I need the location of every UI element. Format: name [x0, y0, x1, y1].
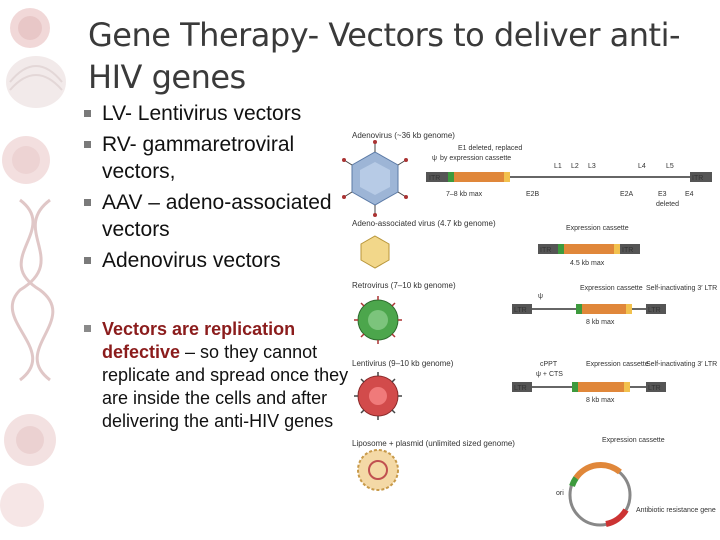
gene-label: E2B [526, 191, 540, 198]
psi-label: ψ [432, 155, 437, 162]
list-item: LV- Lentivirus vectors [84, 100, 354, 127]
e1-note: E1 deleted, replaced [458, 145, 522, 152]
gene-label: L3 [588, 163, 596, 170]
expression-cassette [454, 172, 504, 182]
gene-label: L1 [554, 163, 562, 170]
list-item: AAV – adeno-associated vectors [84, 189, 354, 243]
gene-label: E2A [620, 191, 634, 198]
lentivirus-heading: Lentivirus (9–10 kb genome) [352, 359, 454, 368]
aav-particle-icon [360, 235, 390, 269]
expression-cassette [564, 244, 614, 254]
itr-left-box [426, 172, 448, 182]
aav-heading: Adeno-associated virus (4.7 kb genome) [352, 219, 496, 228]
vector-diagram: Adenovirus (~36 kb genome) E1 deleted, r… [342, 131, 717, 527]
retrovirus-panel: Retrovirus (7–10 kb genome) ψ Expression… [352, 281, 717, 344]
list-item: Adenovirus vectors [84, 247, 354, 274]
expression-cassette [582, 304, 626, 314]
plasmid-icon [568, 462, 632, 527]
itr-right-label: ITR [692, 175, 703, 182]
liposome-heading: Liposome + plasmid (unlimited sized geno… [352, 439, 515, 448]
cppt-label: cPPT [540, 361, 558, 368]
ribbed-capsule-icon [6, 56, 66, 108]
bullet-square-icon [84, 199, 91, 206]
ori-label: ori [556, 490, 564, 497]
max-label: 4.5 kb max [570, 260, 605, 267]
emphasis-text: Vectors are replication defective [102, 319, 296, 362]
cts-label: ψ + CTS [536, 371, 563, 378]
liposome-panel: Liposome + plasmid (unlimited sized geno… [352, 437, 716, 527]
gene-label: L2 [571, 163, 579, 170]
ltr-left-label: LTR [514, 385, 527, 392]
bullet-square-icon [84, 325, 91, 332]
sin-label: Self-inactivating 3′ LTR [646, 285, 717, 292]
adenovirus-particle-icon [342, 140, 408, 217]
expression-cassette [578, 382, 624, 392]
ltr-right-label: LTR [648, 307, 661, 314]
decorative-sidebar [0, 0, 78, 540]
gene-label: E4 [685, 191, 694, 198]
cassette-label: Expression cassette [602, 437, 665, 444]
cassette-label: Expression cassette [586, 361, 649, 368]
list-item: Vectors are replication defective – so t… [84, 318, 354, 433]
itr-left-label: ITR [540, 247, 551, 254]
max-label: 7–8 kb max [446, 191, 483, 198]
list-item: RV- gammaretroviral vectors, [84, 131, 354, 185]
gene-label: L5 [666, 163, 674, 170]
aav-panel: Adeno-associated virus (4.7 kb genome) E… [352, 219, 640, 269]
cassette-label: Expression cassette [566, 225, 629, 232]
liposome-particle-icon [357, 449, 399, 491]
antibiotic-label: Antibiotic resistance gene [636, 507, 716, 514]
virus-icon [2, 136, 50, 184]
bullet-square-icon [84, 110, 91, 117]
virus-icon [4, 414, 56, 466]
sin-label: Self-inactivating 3′ LTR [646, 361, 717, 368]
gene-label: L4 [638, 163, 646, 170]
dna-helix-icon [10, 198, 55, 382]
deleted-label: deleted [656, 201, 679, 208]
itr-left-label: ITR [429, 175, 440, 182]
note-text: – so they cannot replicate and spread on… [102, 342, 349, 431]
replication-note: Vectors are replication defective – so t… [84, 318, 354, 433]
gene-label: E3 [658, 191, 667, 198]
max-label: 8 kb max [586, 397, 615, 404]
vector-type-list: LV- Lentivirus vectors RV- gammaretrovir… [84, 100, 354, 278]
itr-right-label: ITR [622, 247, 633, 254]
retrovirus-particle-icon [354, 296, 402, 344]
ltr-left-label: LTR [514, 307, 527, 314]
bullet-square-icon [84, 141, 91, 148]
psi-label: ψ [538, 293, 543, 300]
lentivirus-panel: Lentivirus (9–10 kb genome) cPPT ψ + CTS… [352, 359, 717, 420]
slide-title: Gene Therapy- Vectors to deliver anti-HI… [88, 16, 681, 96]
cassette-label: Expression cassette [580, 285, 643, 292]
max-label: 8 kb max [586, 319, 615, 326]
itr-right-box [690, 172, 712, 182]
virus-icon [10, 8, 50, 48]
bullet-square-icon [84, 257, 91, 264]
adenovirus-heading: Adenovirus (~36 kb genome) [352, 131, 455, 140]
virus-icon [0, 483, 44, 527]
adenovirus-panel: Adenovirus (~36 kb genome) E1 deleted, r… [342, 131, 712, 217]
lentivirus-particle-icon [354, 372, 402, 420]
ltr-right-label: LTR [648, 385, 661, 392]
retrovirus-heading: Retrovirus (7–10 kb genome) [352, 281, 456, 290]
cassette-note: by expression cassette [440, 155, 511, 162]
